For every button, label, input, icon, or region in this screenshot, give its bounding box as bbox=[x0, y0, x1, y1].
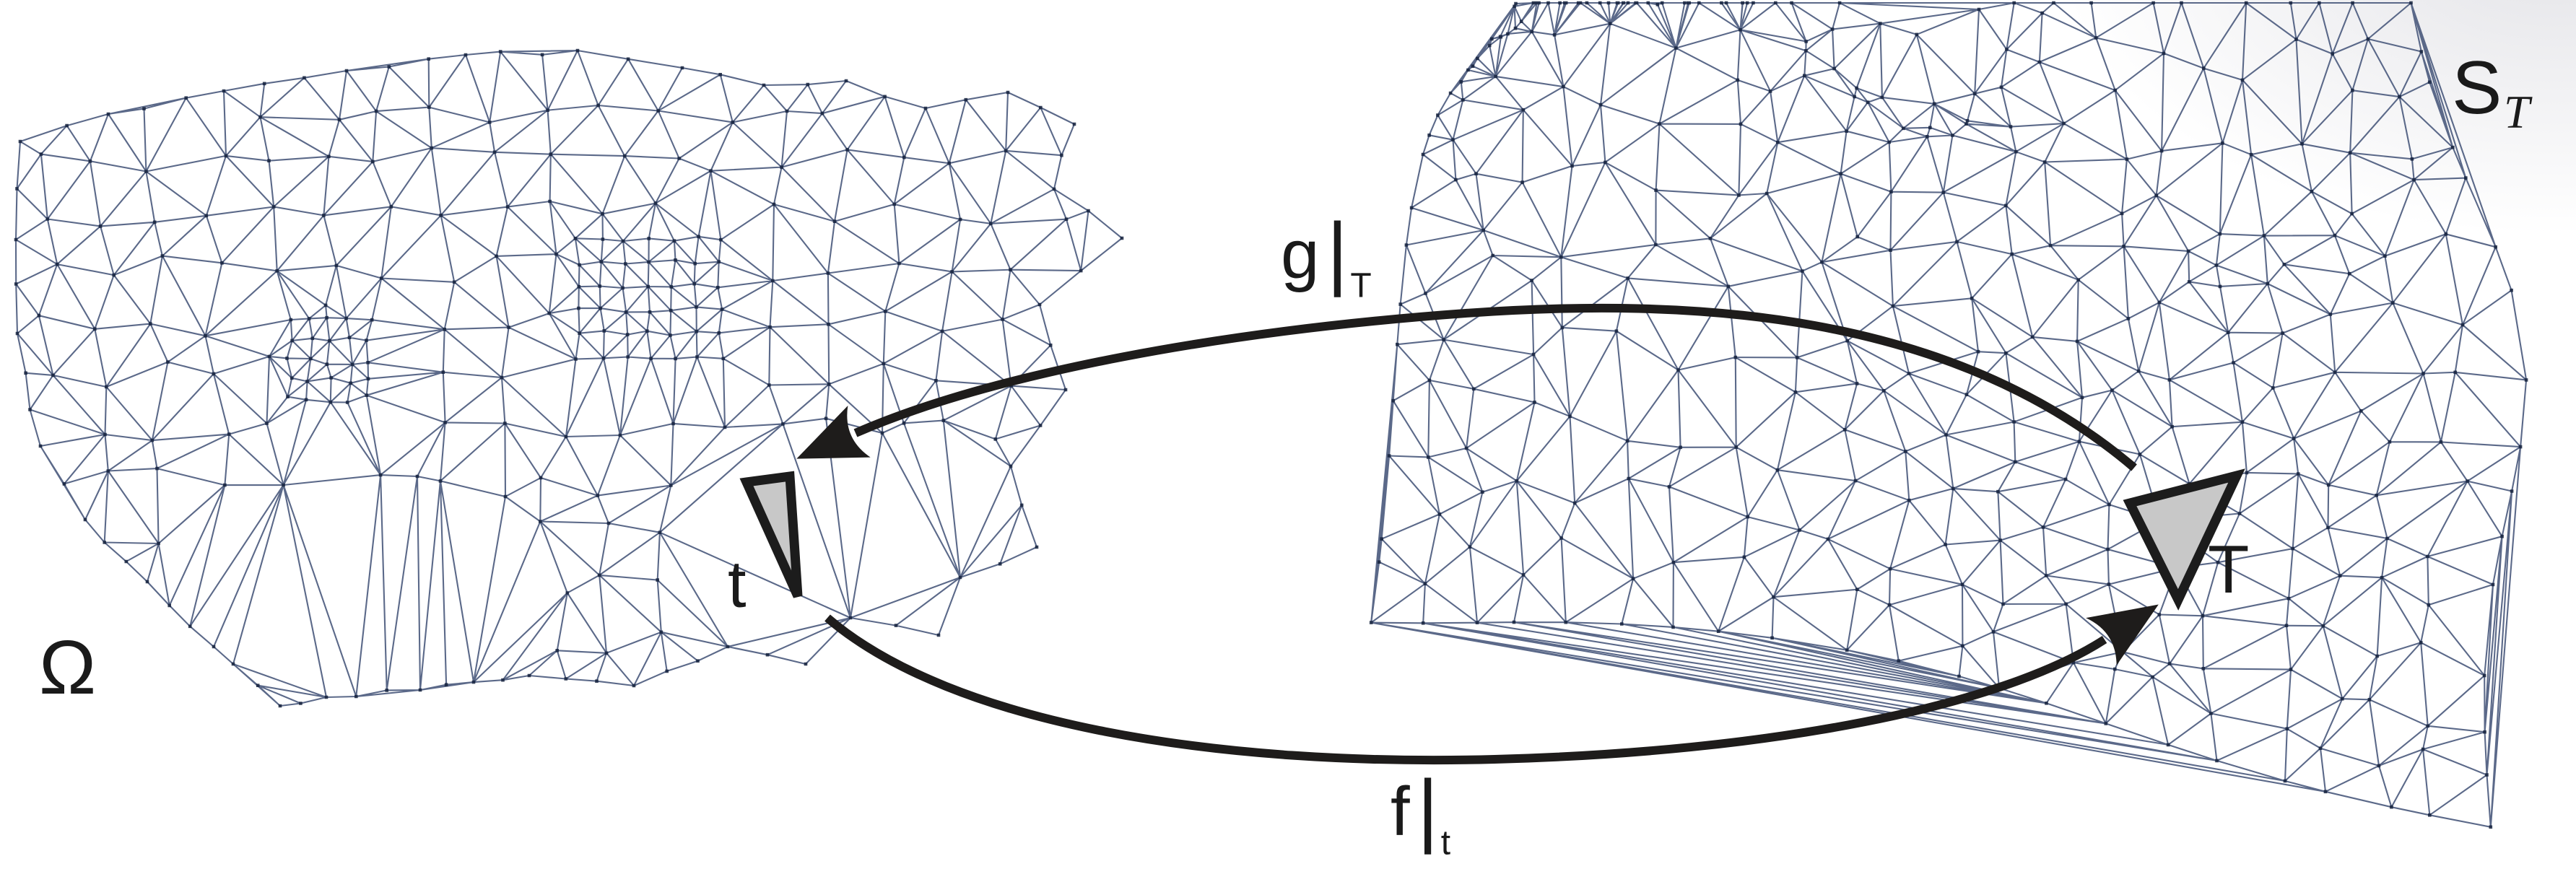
map-g-subscript: T bbox=[1350, 266, 1372, 305]
highlighted-triangle-t bbox=[739, 471, 803, 598]
surface-label-main: S bbox=[2452, 46, 2502, 130]
map-g-restriction-bar: | bbox=[1326, 206, 1349, 298]
surface-mesh-label: ST bbox=[2452, 51, 2530, 135]
parameter-domain-mesh bbox=[14, 48, 1124, 708]
triangle-t-label: t bbox=[728, 548, 747, 621]
highlighted-triangle-T bbox=[2123, 468, 2245, 611]
map-f-label: f|t bbox=[1391, 763, 1450, 860]
map-g-function: g bbox=[1281, 216, 1320, 293]
map-g-arrow bbox=[796, 303, 2137, 471]
map-f-arrow bbox=[824, 604, 2159, 765]
surface-label-subscript: T bbox=[2503, 86, 2530, 138]
map-f-subscript: t bbox=[1440, 824, 1451, 863]
triangle-T-label: T bbox=[2208, 531, 2250, 607]
omega-domain-label: Ω bbox=[39, 625, 97, 710]
map-f-function: f bbox=[1391, 773, 1410, 850]
map-g-label: g|T bbox=[1281, 206, 1372, 303]
map-f-restriction-bar: | bbox=[1417, 763, 1439, 855]
